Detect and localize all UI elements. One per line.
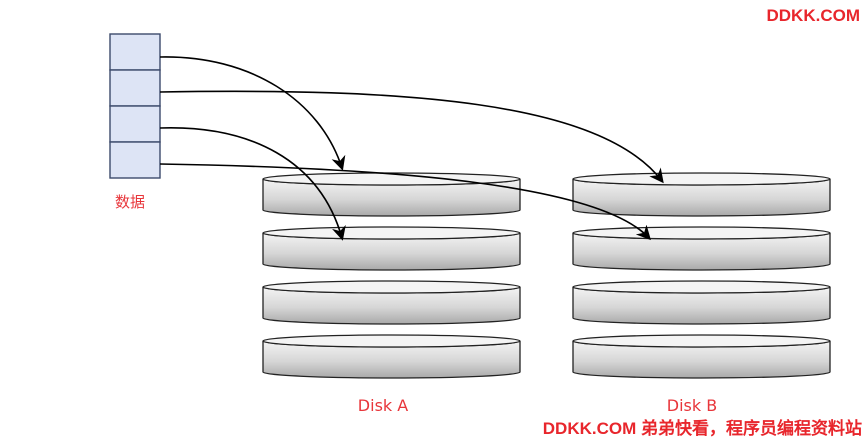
data-label: 数据 (115, 193, 145, 211)
watermark-bottom: DDKK.COM 弟弟快看，程序员编程资料站 (543, 418, 862, 438)
arrow-cell2-diskB-platter1 (159, 90, 664, 184)
data-block (109, 33, 161, 179)
disk-b-label: Disk B (667, 396, 717, 415)
platter (262, 280, 521, 325)
disk-a-label: Disk A (358, 396, 408, 415)
data-cell (109, 33, 161, 71)
platter (572, 226, 831, 271)
mapping-arrows (159, 56, 664, 241)
data-cell (109, 105, 161, 143)
arrow-cell3-diskA-platter2 (159, 127, 346, 241)
data-cell (109, 69, 161, 107)
disk-a (262, 172, 521, 379)
platter (262, 226, 521, 271)
platter (572, 172, 831, 217)
platter (262, 334, 521, 379)
arrow-cell4-diskB-platter2 (159, 163, 651, 241)
platter (572, 334, 831, 379)
arrow-cell1-diskA-platter1 (159, 56, 346, 171)
disk-b (572, 172, 831, 379)
watermark-top: DDKK.COM (767, 6, 861, 25)
platter (572, 280, 831, 325)
platter (262, 172, 521, 217)
data-cell (109, 141, 161, 179)
